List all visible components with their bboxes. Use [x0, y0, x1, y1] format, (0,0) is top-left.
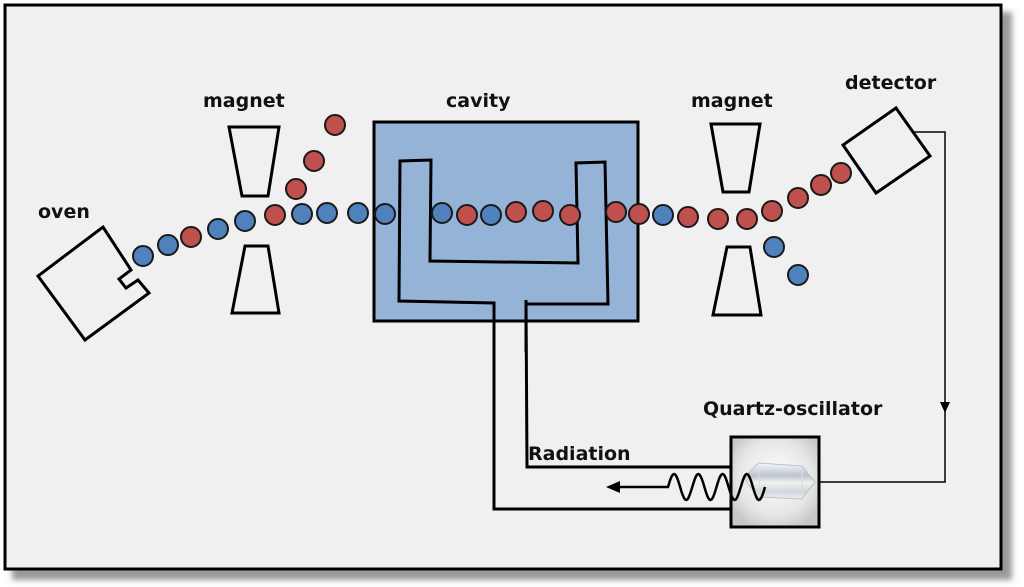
atom-red	[810, 174, 832, 196]
oven-shape	[35, 224, 152, 343]
atom-blue	[291, 203, 313, 225]
atom-blue	[234, 210, 256, 232]
atom-red	[628, 203, 650, 225]
waveguide	[397, 158, 731, 511]
atom-red	[505, 201, 527, 223]
waveguide-inner-cable	[524, 299, 731, 469]
radiation-wave	[620, 472, 767, 502]
atom-red	[180, 226, 202, 248]
detector-shape	[840, 105, 933, 196]
oven-label: oven	[38, 201, 90, 223]
atom-red	[707, 208, 729, 230]
atom-blue	[787, 264, 809, 286]
magnet-right-bottom	[711, 245, 763, 317]
atom-blue	[480, 204, 502, 226]
magnet-left-top	[227, 125, 281, 198]
atom-red	[285, 178, 307, 200]
atom-red	[456, 204, 478, 226]
feedback-arrow-icon	[940, 402, 950, 413]
atom-red	[303, 150, 325, 172]
magnet-left-bottom	[230, 244, 281, 315]
atom-red	[677, 206, 699, 228]
quartz-oscillator	[729, 435, 821, 529]
magnet-right-label: magnet	[691, 90, 773, 112]
atom-red	[736, 208, 758, 230]
cavity-box	[372, 120, 640, 323]
cavity-label: cavity	[446, 90, 511, 112]
atom-blue	[763, 236, 785, 258]
radiation-label: Radiation	[528, 443, 631, 465]
atom-blue	[132, 245, 154, 267]
radiation-arrow-icon	[606, 481, 620, 493]
quartz-label: Quartz-oscillator	[703, 398, 883, 420]
atom-red	[324, 114, 346, 136]
atom-blue	[431, 202, 453, 224]
atom-red	[532, 200, 554, 222]
atom-blue	[157, 234, 179, 256]
detector-label: detector	[845, 72, 937, 94]
atom-red	[559, 204, 581, 226]
atom-blue	[347, 202, 369, 224]
atom-blue	[652, 204, 674, 226]
atom-blue	[316, 202, 338, 224]
magnet-right-top	[709, 122, 762, 194]
magnet-left-label: magnet	[203, 90, 285, 112]
atom-blue	[207, 218, 229, 240]
atom-red	[605, 201, 627, 223]
feedback-line	[819, 131, 946, 483]
atom-beam	[132, 114, 852, 286]
atom-red	[264, 204, 286, 226]
atom-blue	[374, 203, 396, 225]
atom-red	[761, 200, 783, 222]
atom-red	[830, 162, 852, 184]
atom-red	[787, 187, 809, 209]
